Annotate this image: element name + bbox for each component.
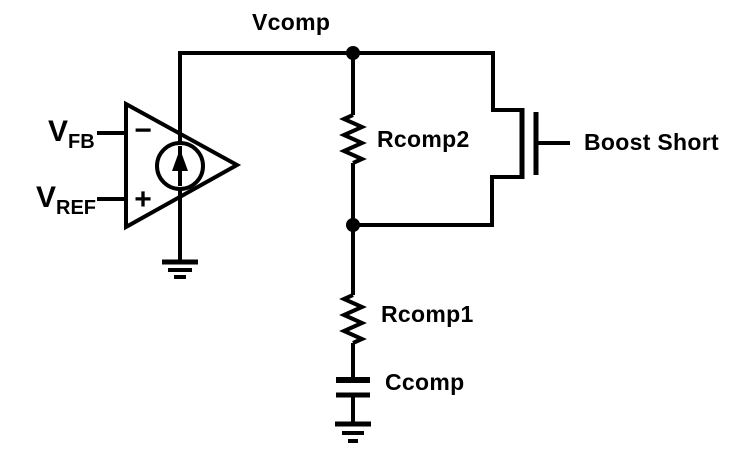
label-ccomp: Ccomp [385, 369, 465, 395]
label-vfb: VFB [48, 115, 95, 153]
label-vcomp: Vcomp [252, 9, 331, 35]
label-rcomp1: Rcomp1 [381, 301, 474, 327]
label-rcomp2: Rcomp2 [377, 126, 470, 152]
label-vref: VREF [36, 181, 96, 219]
resistor-rcomp1-icon [339, 293, 367, 345]
label-vfb-sub: FB [68, 131, 95, 153]
current-source-arrowhead-icon [172, 149, 188, 171]
label-vref-main: V [36, 181, 57, 214]
amp-noninverting-plus-icon: + [134, 183, 152, 216]
label-vref-sub: REF [56, 197, 97, 219]
capacitor-ccomp-icon [336, 377, 370, 398]
label-boost-short: Boost Short [584, 129, 719, 155]
ground-icon-ccomp [335, 421, 371, 443]
ground-icon-amplifier [162, 259, 198, 279]
label-vfb-main: V [48, 115, 69, 148]
amp-inverting-minus-icon: − [134, 114, 152, 147]
resistor-rcomp2-icon [339, 113, 367, 165]
